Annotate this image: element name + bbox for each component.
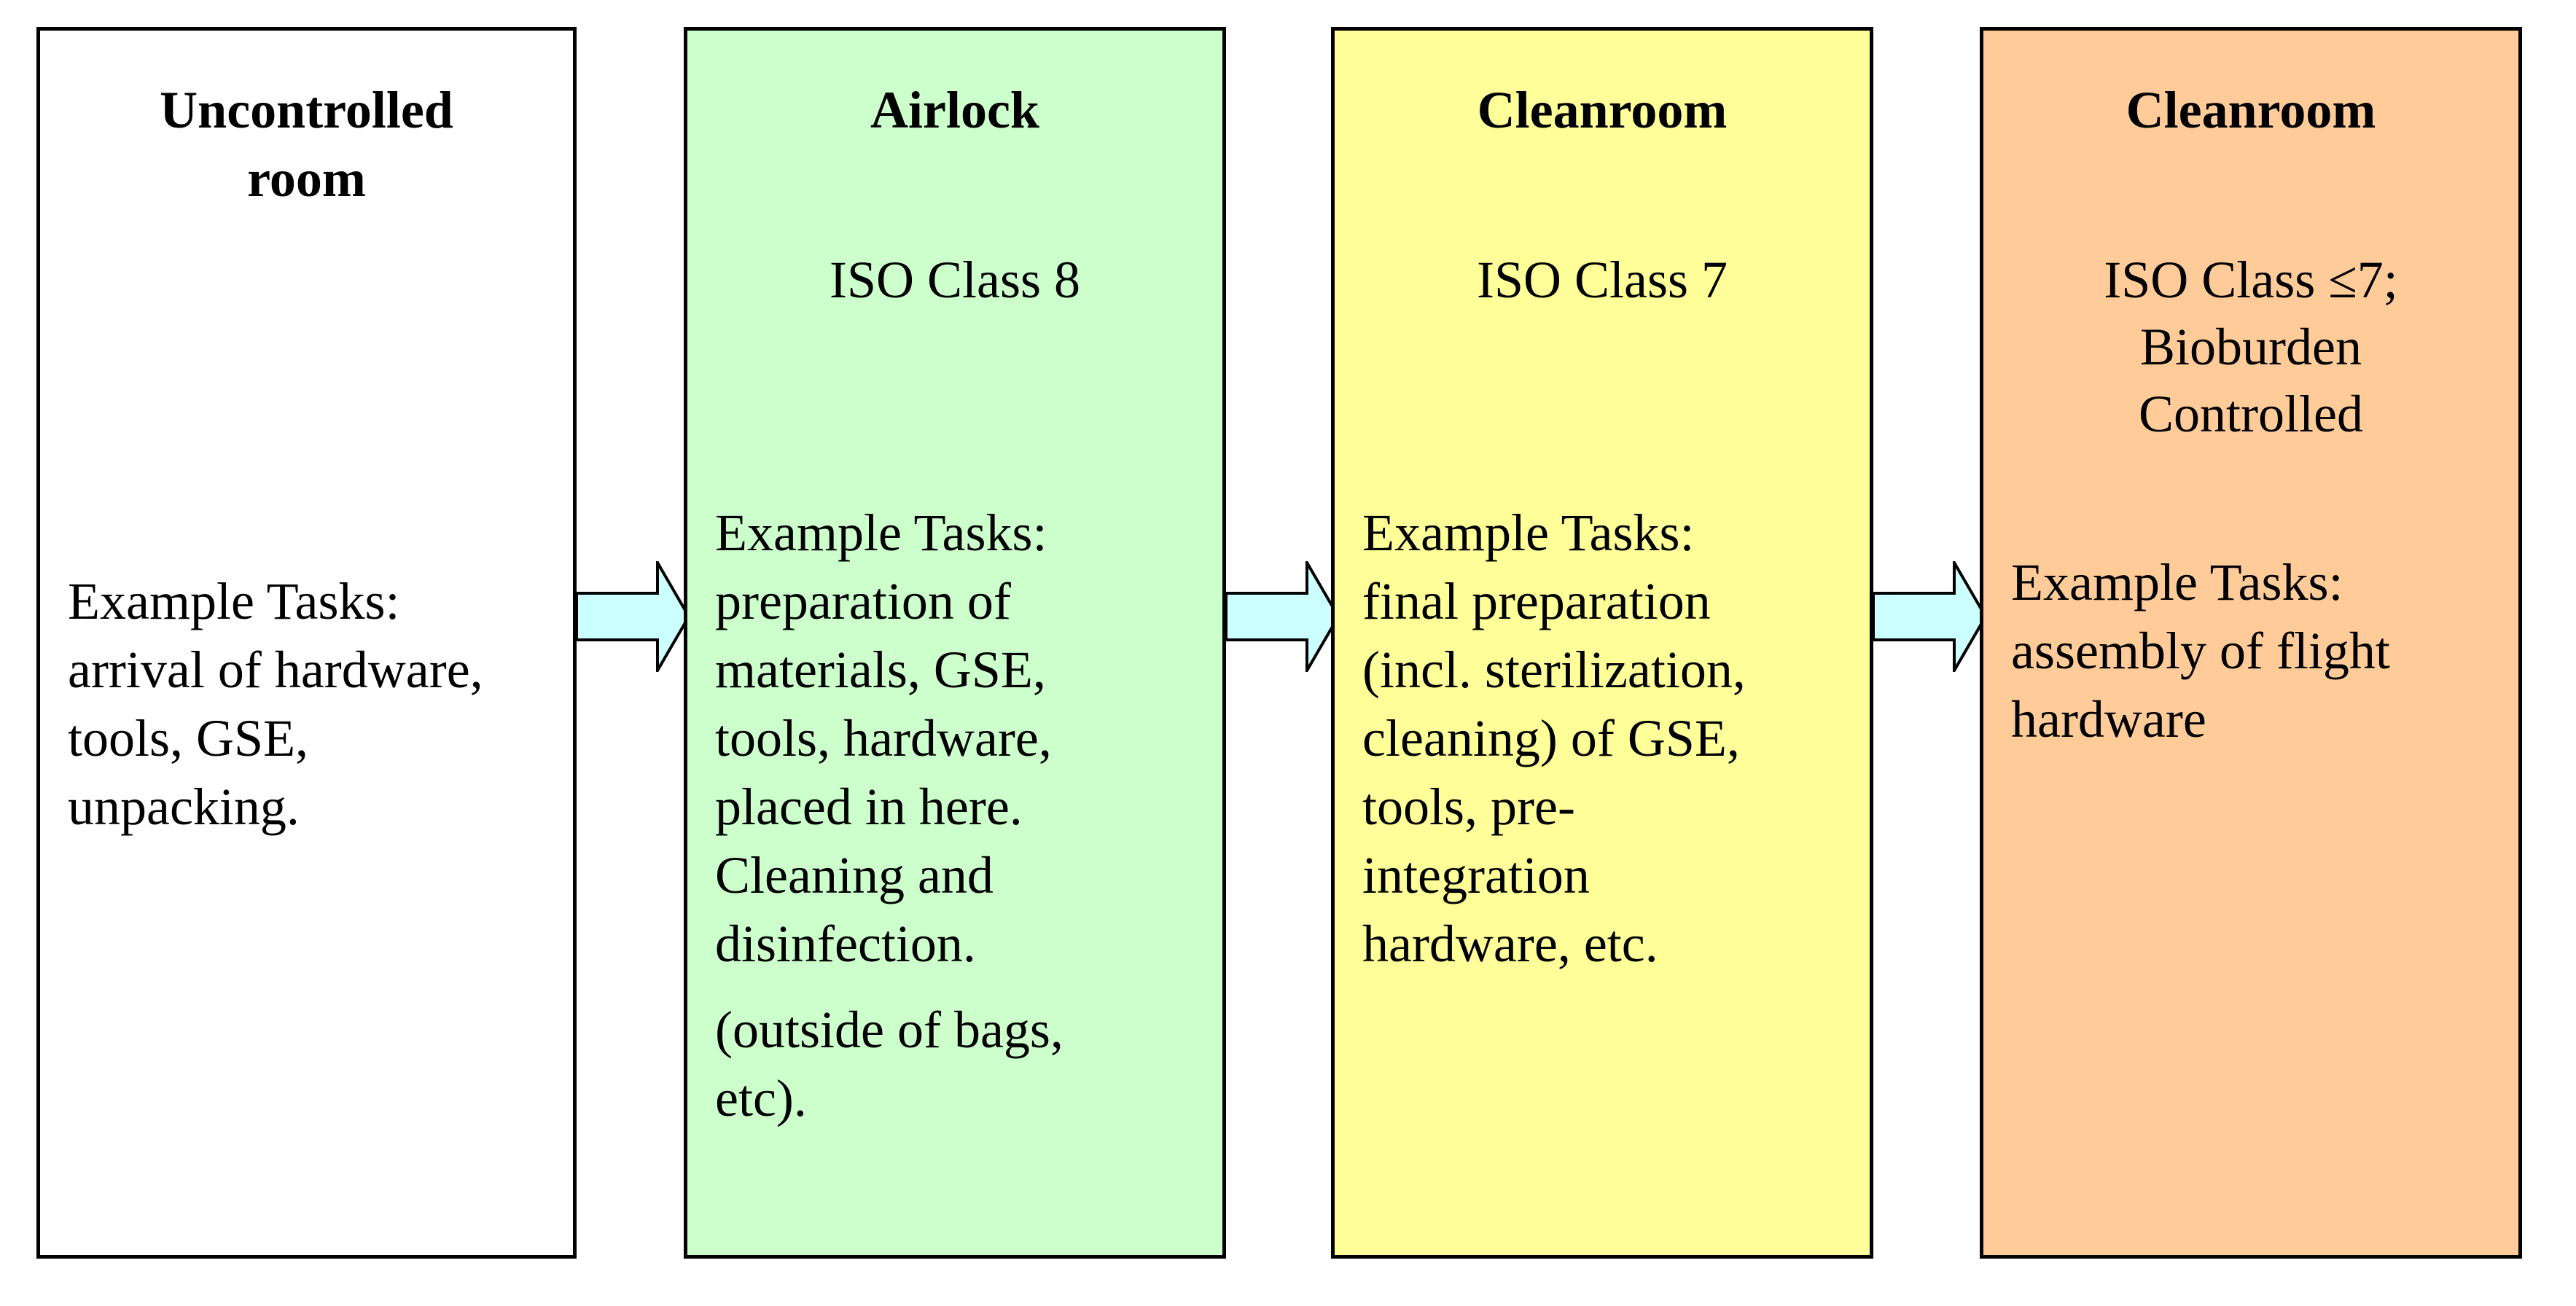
room-title: Uncontrolled room: [160, 81, 453, 208]
flow-arrow-1: [577, 561, 691, 672]
room-title: Airlock: [870, 81, 1039, 139]
iso-class-label: ISO Class 7: [1476, 251, 1728, 309]
room-tasks: Example Tasks: assembly of flight hardwa…: [2011, 553, 2390, 748]
flow-arrow-3: [1873, 561, 1988, 672]
room-title: Cleanroom: [1477, 81, 1728, 139]
iso-class-label: ISO Class 8: [829, 251, 1081, 309]
room-box-uncontrolled: Uncontrolled room Example Tasks: arrival…: [36, 27, 577, 1259]
iso-class-label: ISO Class ≤7; Bioburden Controlled: [2104, 251, 2398, 443]
room-note: (outside of bags, etc).: [715, 1001, 1063, 1127]
room-box-cleanroom-iso7: Cleanroom ISO Class 7 Example Tasks: fin…: [1331, 27, 1873, 1259]
room-box-cleanroom-bioburden: Cleanroom ISO Class ≤7; Bioburden Contro…: [1980, 27, 2522, 1259]
room-tasks: Example Tasks: arrival of hardware, tool…: [68, 572, 483, 836]
room-tasks: Example Tasks: final preparation (incl. …: [1362, 504, 1746, 973]
flow-arrow-2: [1226, 561, 1340, 672]
room-title: Cleanroom: [2126, 81, 2376, 139]
room-box-airlock: Airlock ISO Class 8 Example Tasks: prepa…: [684, 27, 1226, 1259]
room-tasks: Example Tasks: preparation of materials,…: [715, 504, 1052, 973]
